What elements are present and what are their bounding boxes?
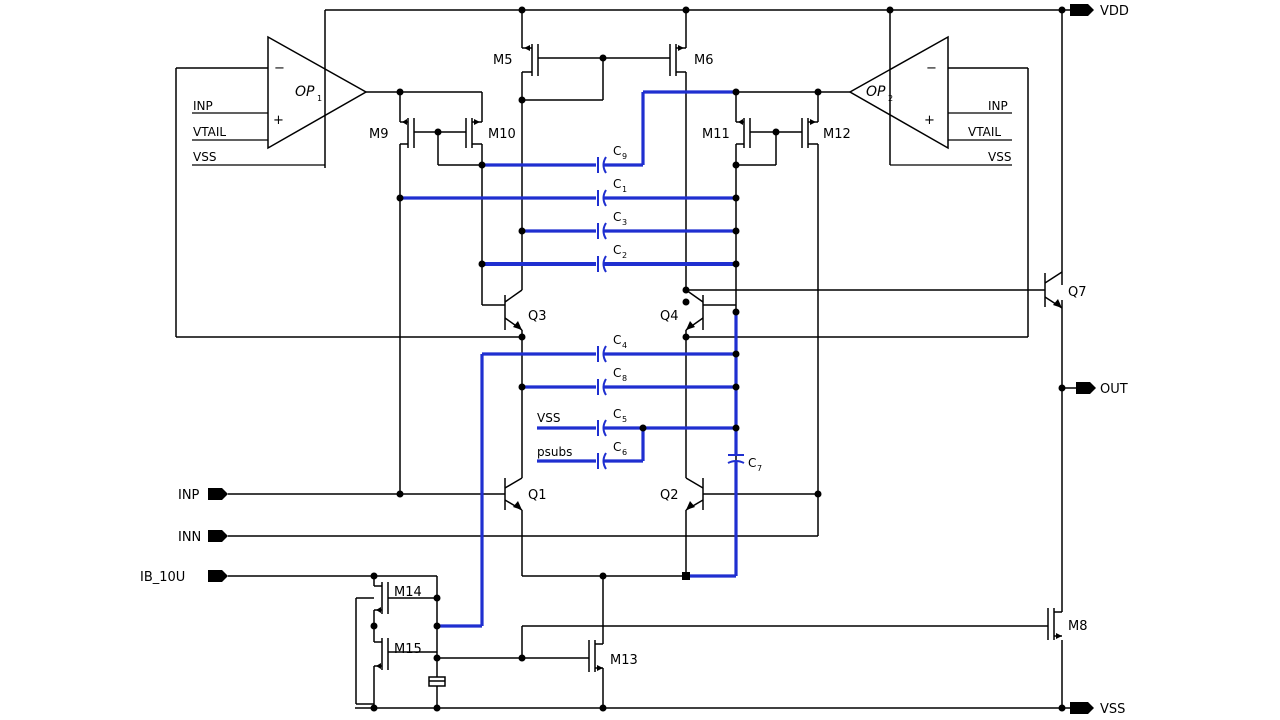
opamp-2: − + OP 2 INP VTAIL VSS — [686, 10, 1029, 338]
transistor-m8: M8 — [521, 608, 1088, 658]
vdd-rail — [324, 9, 1070, 168]
opamp-1-minus: − — [274, 61, 285, 76]
opamp-1-sub: 1 — [317, 94, 322, 103]
inp-label: INP — [178, 488, 200, 503]
opamp-1-name: OP — [295, 84, 315, 100]
transistor-m5: M5 — [493, 10, 539, 100]
c4-name: C — [613, 333, 621, 347]
out-label: OUT — [1100, 382, 1128, 397]
c6-name: C — [613, 440, 621, 454]
transistor-m15: M15 — [373, 610, 437, 708]
c2-sub: 2 — [622, 251, 627, 260]
opamp-1-pin-vss: VSS — [193, 150, 216, 164]
inn-label: INN — [178, 530, 201, 545]
parasitic-cap-c8: C 8 — [522, 366, 736, 396]
q7-label: Q7 — [1068, 285, 1087, 300]
parasitic-cap-c6: psubs C 6 — [537, 428, 645, 470]
m13-label: M13 — [610, 653, 638, 668]
vdd-port: VDD — [1070, 4, 1129, 19]
parasitic-cap-c2: C 2 — [482, 243, 736, 273]
ib-port: IB_10U — [140, 570, 437, 585]
c3-name: C — [613, 210, 621, 224]
transistor-m9: M9 — [369, 92, 415, 494]
opamp-1-plus: + — [273, 113, 284, 128]
c9-name: C — [613, 144, 621, 158]
parasitic-cap-c1: C 1 — [400, 177, 736, 207]
inn-port: INN — [178, 530, 818, 545]
decap — [428, 676, 446, 687]
opamp-1-pin-inp: INP — [193, 99, 213, 113]
q1-label: Q1 — [528, 488, 547, 503]
vss-port: VSS — [1070, 702, 1125, 717]
transistor-q4: Q4 — [660, 289, 736, 337]
opamp-2-name: OP — [866, 84, 886, 100]
opamp-2-minus: − — [926, 61, 937, 76]
c6-sub: 6 — [622, 448, 627, 457]
opamp-2-plus: + — [924, 113, 935, 128]
m15-label: M15 — [394, 642, 422, 657]
vdd-label: VDD — [1100, 4, 1129, 19]
transistor-m12: M12 — [801, 92, 851, 536]
c5-name: C — [613, 407, 621, 421]
parasitic-cap-c9: C 9 — [482, 90, 736, 174]
transistor-m13: M13 — [437, 576, 638, 708]
q3-label: Q3 — [528, 309, 547, 324]
c3-sub: 3 — [622, 218, 627, 227]
c4-sub: 4 — [622, 341, 627, 350]
m8-label: M8 — [1068, 619, 1088, 634]
inp-port: INP — [178, 488, 505, 503]
parasitic-cap-c3: C 3 — [522, 210, 736, 240]
c7-sub: 7 — [757, 464, 762, 473]
transistor-q2: Q2 — [660, 477, 818, 576]
m14-label: M14 — [394, 585, 422, 600]
c2-name: C — [613, 243, 621, 257]
vss-label: VSS — [1100, 702, 1125, 717]
m11-label: M11 — [702, 127, 730, 142]
opamp-1: − + OP 1 INP VTAIL VSS — [175, 35, 522, 338]
bias-body-wire — [355, 597, 374, 705]
opamp-1-pin-vtail: VTAIL — [193, 125, 226, 139]
parasitic-cap-c5: VSS C 5 — [537, 407, 736, 437]
m5-label: M5 — [493, 53, 513, 68]
m6-label: M6 — [694, 53, 714, 68]
transistor-m6: M6 — [669, 10, 714, 290]
transistor-q7: Q7 — [686, 271, 1087, 309]
junction-dots — [370, 6, 1066, 712]
c1-name: C — [613, 177, 621, 191]
opamp-2-pin-vtail: VTAIL — [968, 125, 1001, 139]
c5-sub: 5 — [622, 415, 627, 424]
transistor-q1: Q1 — [504, 477, 547, 576]
transistor-m10: M10 — [465, 92, 516, 305]
c8-name: C — [613, 366, 621, 380]
m11-m12-gate-net — [736, 131, 802, 166]
transistor-q3: Q3 — [482, 289, 547, 337]
c5-ref-vss: VSS — [537, 411, 560, 425]
opamp-2-pin-vss: VSS — [988, 150, 1011, 164]
m9-label: M9 — [369, 127, 389, 142]
parasitic-cap-c4: C 4 — [437, 333, 736, 628]
q4-label: Q4 — [660, 309, 679, 324]
opamp-2-pin-inp: INP — [988, 99, 1008, 113]
ib-label: IB_10U — [140, 570, 185, 585]
c1-sub: 1 — [622, 185, 627, 194]
out-port: OUT — [1062, 382, 1128, 397]
m10-label: M10 — [488, 127, 516, 142]
c9-sub: 9 — [622, 152, 627, 161]
c7-name: C — [748, 456, 756, 470]
q2-label: Q2 — [660, 488, 679, 503]
c8-sub: 8 — [622, 374, 627, 383]
m12-label: M12 — [823, 127, 851, 142]
c6-ref-psubs: psubs — [537, 445, 572, 459]
